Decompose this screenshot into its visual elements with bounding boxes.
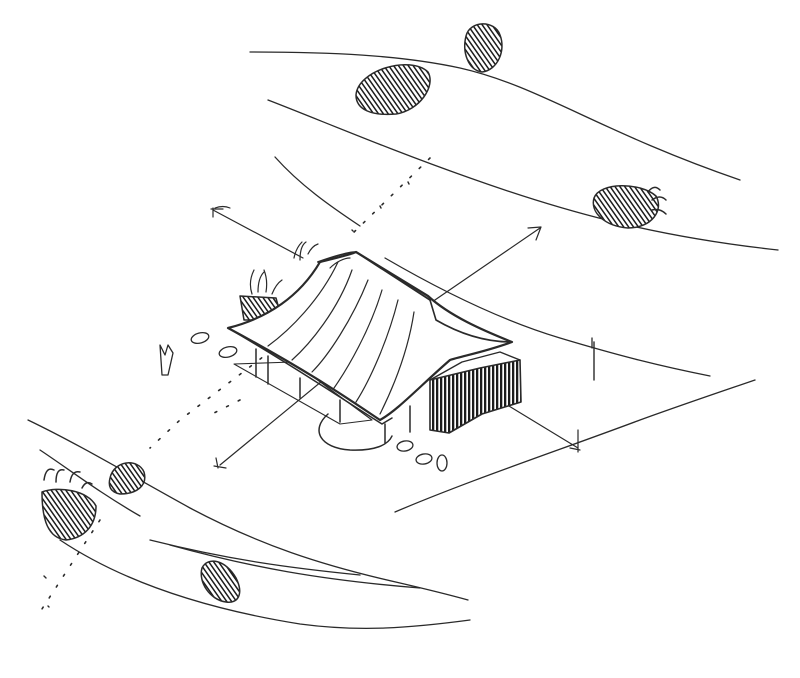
axis-arrows	[210, 205, 581, 469]
contour-line	[169, 544, 421, 589]
roof-ribs	[267, 261, 415, 415]
contour-line	[149, 539, 361, 576]
roof-eave	[429, 299, 513, 343]
contour-line	[59, 539, 471, 629]
stepping-stone	[415, 453, 433, 465]
terrain-contours	[27, 51, 779, 629]
arrow-northwest	[212, 209, 304, 259]
screen-annex	[429, 359, 522, 434]
stepping-stone	[159, 344, 174, 376]
pencil-marks	[43, 181, 595, 608]
contour-line	[384, 257, 711, 377]
contour-line	[249, 51, 741, 181]
dotted-path	[39, 157, 431, 613]
planter-grass	[293, 241, 319, 261]
stepping-stone	[190, 331, 210, 345]
roof-eave	[227, 327, 393, 425]
pencil-mark	[43, 181, 410, 608]
dotted-line	[39, 519, 101, 613]
tree-icon	[355, 64, 431, 116]
contour-line	[27, 419, 469, 601]
stepping-stone	[396, 440, 414, 452]
contour-line	[274, 156, 361, 227]
contour-line	[267, 99, 779, 251]
arrowhead	[210, 207, 224, 218]
roof-ridge	[317, 251, 431, 301]
platform-outline	[233, 361, 373, 425]
arrowhead	[527, 226, 542, 241]
planter-grass	[249, 269, 283, 295]
arrow-northeast	[431, 227, 541, 303]
columns	[255, 348, 437, 444]
roof-rib	[291, 269, 353, 361]
roof-rib	[311, 279, 369, 373]
stepping-stones	[159, 331, 448, 472]
arrowhead	[569, 429, 581, 453]
stepping-stone	[436, 454, 448, 472]
roof-rib	[333, 289, 383, 389]
tree-icon	[592, 185, 667, 229]
arrow-southwest	[219, 371, 334, 466]
screen-annex-top	[429, 351, 521, 381]
stepping-stone	[218, 345, 238, 359]
dotted-line	[149, 349, 273, 449]
tree-icon	[200, 560, 241, 603]
roof-rib	[267, 261, 339, 347]
tree-icon	[464, 23, 503, 73]
contour-line	[39, 449, 141, 517]
contour-line	[394, 379, 756, 513]
tree-icon	[108, 462, 146, 495]
dotted-line	[349, 157, 431, 237]
roof-ridge	[329, 257, 351, 269]
dotted-line	[209, 399, 241, 416]
tree-icon	[41, 468, 97, 541]
trees	[41, 23, 667, 603]
pavilion	[226, 241, 522, 451]
tick-mark	[214, 205, 231, 209]
roof-rib	[355, 299, 399, 403]
roof-rib	[379, 311, 415, 415]
arrowhead	[213, 457, 227, 469]
